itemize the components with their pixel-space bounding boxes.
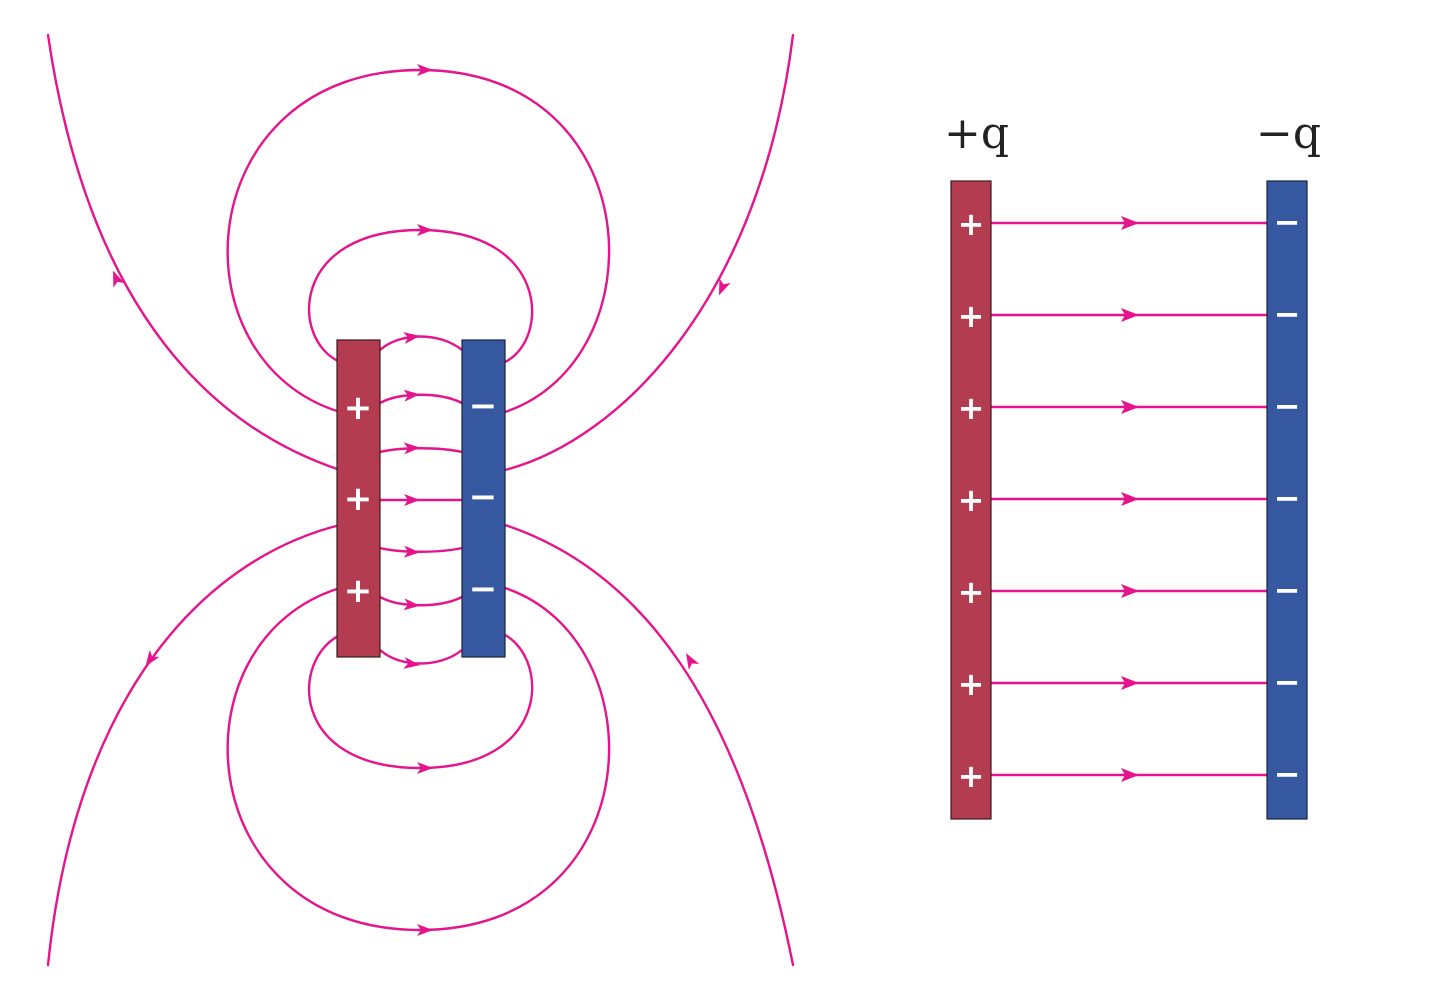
arrowhead: [1121, 676, 1139, 690]
field-line-outer-bottom-left: [46, 523, 342, 967]
field-line-outer-top-right: [503, 33, 795, 472]
arrowhead: [113, 270, 125, 288]
arrowhead: [403, 656, 420, 669]
right-negative-plate: [1266, 180, 1308, 820]
left-negative-sign: −: [469, 569, 498, 609]
field-line-inner-2: [378, 393, 464, 405]
left-positive-plate: [336, 339, 381, 658]
right-plate-signs: + − + − + − + − + − + − + −: [958, 203, 1301, 795]
arrowhead: [1121, 584, 1139, 598]
negative-charge-label: −q: [1256, 108, 1321, 159]
arrowhead: [403, 442, 420, 455]
right-positive-plate: [950, 180, 992, 820]
right-positive-sign: +: [958, 205, 985, 243]
arrowhead: [719, 278, 731, 296]
arrowhead: [404, 494, 420, 506]
right-negative-sign: −: [1274, 295, 1301, 333]
field-line-inner-3: [378, 447, 464, 454]
arrowhead: [403, 598, 420, 611]
left-positive-sign: +: [344, 479, 373, 519]
right-negative-sign: −: [1274, 203, 1301, 241]
field-line-loop-bottom-large: [226, 586, 611, 932]
right-negative-sign: −: [1274, 571, 1301, 609]
left-positive-sign: +: [344, 388, 373, 428]
positive-charge-label: +q: [944, 108, 1009, 159]
right-positive-sign: +: [958, 573, 985, 611]
field-line-inner-5: [378, 546, 464, 553]
right-negative-sign: −: [1274, 479, 1301, 517]
left-negative-sign: −: [469, 386, 498, 426]
right-positive-sign: +: [958, 757, 985, 795]
left-capacitor-diagram: + + + − − −: [46, 33, 795, 967]
field-line-outer-bottom-right: [503, 523, 795, 967]
right-capacitor-diagram: +q −q + − + − + − + − + − + − + −: [944, 108, 1321, 820]
left-field-lines: [46, 33, 795, 967]
arrowhead: [1121, 768, 1139, 782]
left-arrowheads: [113, 64, 731, 936]
right-positive-sign: +: [958, 297, 985, 335]
arrowhead: [403, 389, 420, 402]
arrowhead: [403, 545, 420, 558]
left-positive-sign: +: [344, 571, 373, 611]
right-positive-sign: +: [958, 389, 985, 427]
arrowhead: [1121, 308, 1139, 322]
left-negative-sign: −: [469, 477, 498, 517]
field-line-outer-top-left: [46, 33, 342, 472]
field-line-inner-1: [378, 335, 464, 352]
right-negative-sign: −: [1274, 387, 1301, 425]
arrowhead: [145, 650, 160, 667]
right-negative-sign: −: [1274, 755, 1301, 793]
right-field-lines: [991, 216, 1267, 782]
arrowhead: [417, 64, 433, 76]
field-line-loop-top-small: [307, 228, 534, 364]
arrowhead: [1121, 492, 1139, 506]
field-line-inner-6: [378, 595, 464, 607]
right-positive-sign: +: [958, 665, 985, 703]
field-line-inner-7: [378, 648, 464, 665]
field-line-loop-top-large: [226, 68, 611, 414]
left-negative-plate: [461, 339, 506, 658]
right-positive-sign: +: [958, 481, 985, 519]
arrowhead: [403, 332, 420, 345]
arrowhead: [1121, 400, 1139, 414]
arrowhead: [686, 653, 700, 670]
arrowhead: [417, 224, 433, 236]
arrowhead: [417, 762, 433, 774]
arrowhead: [417, 924, 433, 936]
arrowhead: [1121, 216, 1139, 230]
right-negative-sign: −: [1274, 663, 1301, 701]
field-line-loop-bottom-small: [307, 633, 534, 770]
